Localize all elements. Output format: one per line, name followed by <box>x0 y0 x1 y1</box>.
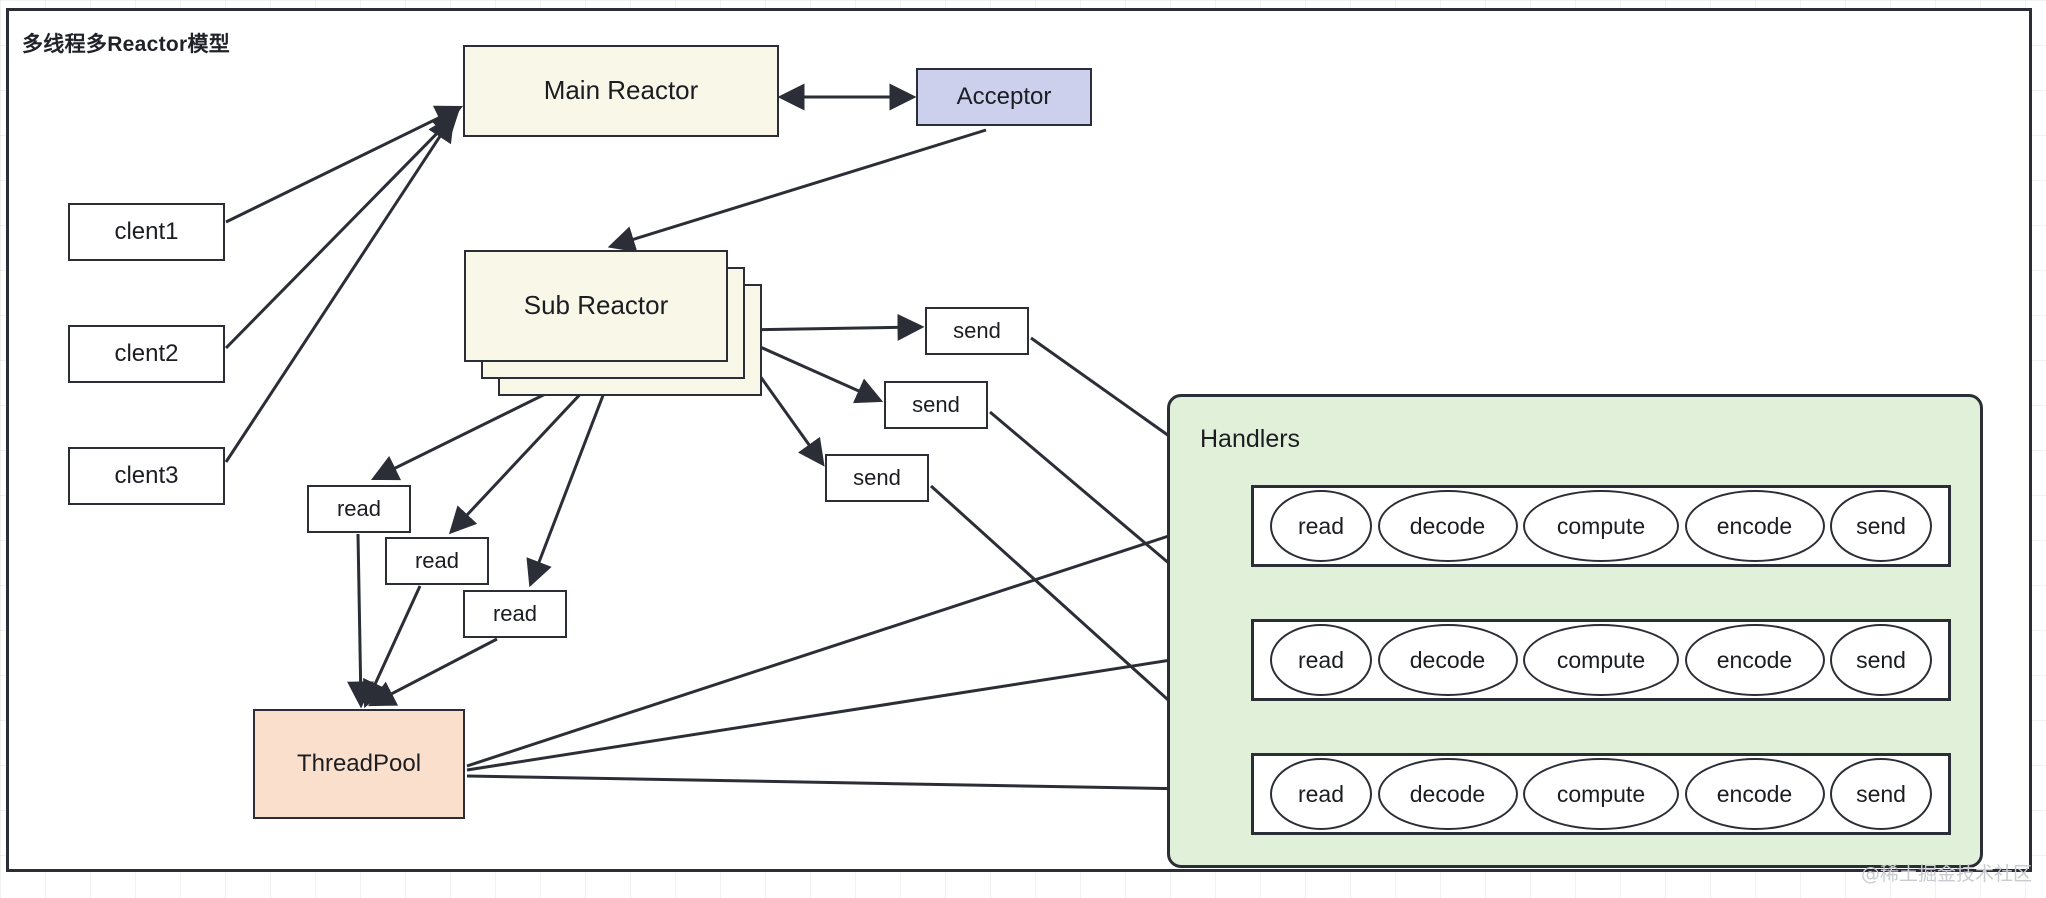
handlers-label: Handlers <box>1200 425 1301 453</box>
handler-stage-encode[interactable]: encode <box>1684 490 1825 562</box>
node-send-2[interactable]: send <box>884 381 988 429</box>
handler-stage-send[interactable]: send <box>1830 490 1932 562</box>
node-read-2[interactable]: read <box>385 537 489 585</box>
handler-stage-compute[interactable]: compute <box>1523 624 1679 696</box>
diagram-title: 多线程多Reactor模型 <box>22 33 231 56</box>
node-threadpool[interactable]: ThreadPool <box>253 709 465 819</box>
node-read-3[interactable]: read <box>463 590 567 638</box>
handler-stage-decode[interactable]: decode <box>1377 758 1518 830</box>
node-sub-reactor[interactable]: Sub Reactor <box>464 250 728 362</box>
watermark: @稀土掘金技术社区 <box>1860 863 2032 885</box>
handler-stage-send[interactable]: send <box>1830 624 1932 696</box>
node-main-reactor[interactable]: Main Reactor <box>463 45 779 137</box>
node-send-3[interactable]: send <box>825 454 929 502</box>
handler-stage-decode[interactable]: decode <box>1377 490 1518 562</box>
node-client-1[interactable]: clent1 <box>68 203 225 261</box>
node-client-2[interactable]: clent2 <box>68 325 225 383</box>
node-acceptor[interactable]: Acceptor <box>916 68 1092 126</box>
node-client-3[interactable]: clent3 <box>68 447 225 505</box>
handler-stage-encode[interactable]: encode <box>1684 624 1825 696</box>
handler-stage-send[interactable]: send <box>1830 758 1932 830</box>
handler-stage-read[interactable]: read <box>1270 624 1372 696</box>
node-read-1[interactable]: read <box>307 485 411 533</box>
handler-stage-compute[interactable]: compute <box>1523 758 1679 830</box>
handler-stage-compute[interactable]: compute <box>1523 490 1679 562</box>
handler-stage-read[interactable]: read <box>1270 758 1372 830</box>
handler-stage-read[interactable]: read <box>1270 490 1372 562</box>
handler-stage-encode[interactable]: encode <box>1684 758 1825 830</box>
node-send-1[interactable]: send <box>925 307 1029 355</box>
handler-stage-decode[interactable]: decode <box>1377 624 1518 696</box>
